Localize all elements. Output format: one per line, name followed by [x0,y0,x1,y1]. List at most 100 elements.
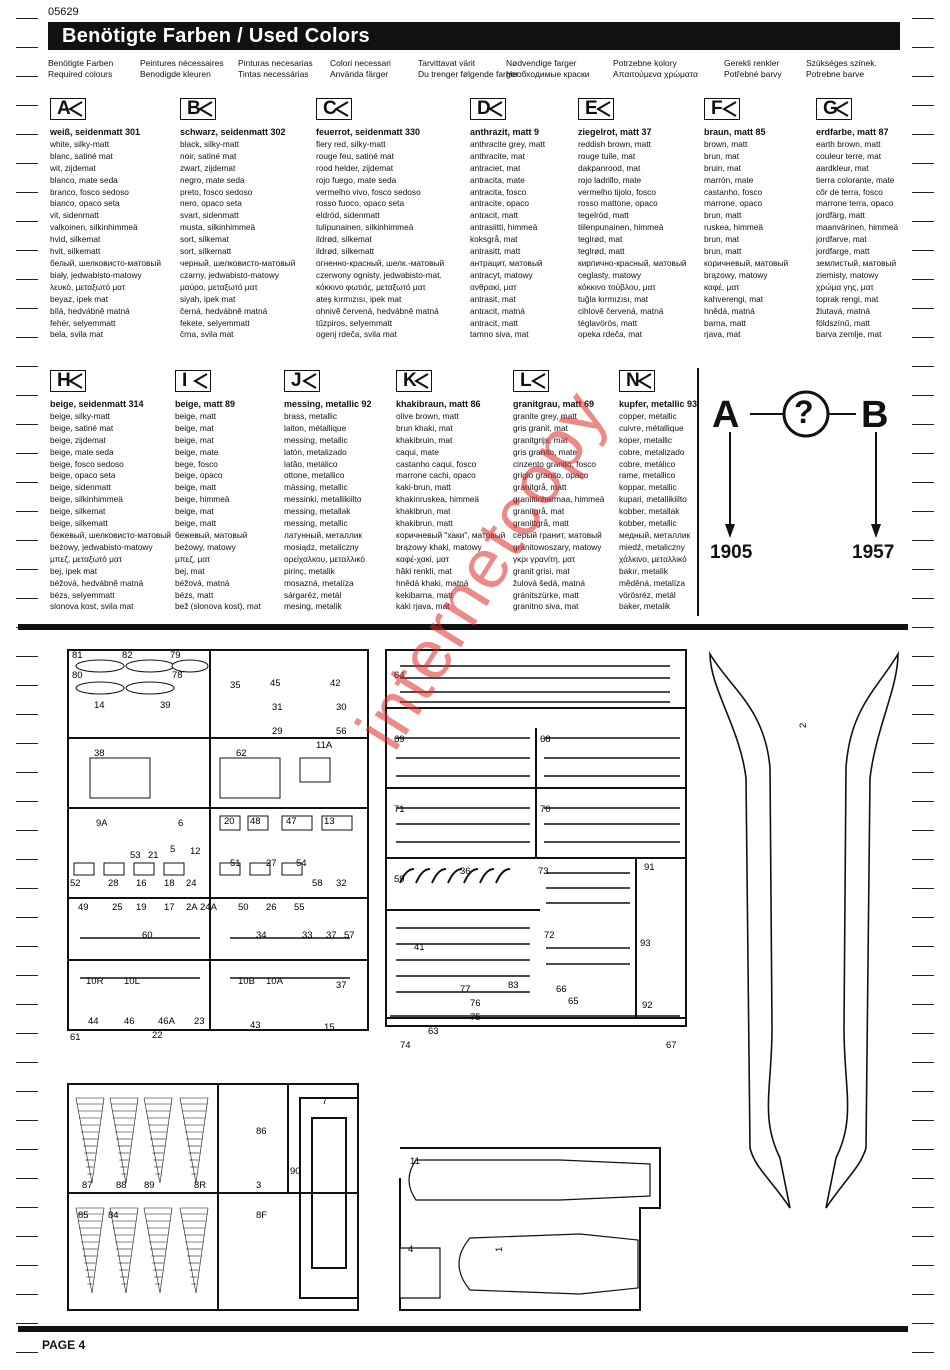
margin-tick [16,830,38,831]
margin-tick [16,772,38,773]
part-number-label: 24 [186,878,197,889]
color-translation: rouge tuile, mat [578,150,636,161]
part-number-label: 69 [394,734,405,745]
part-number-label: 25 [112,902,123,913]
margin-tick [912,134,934,135]
margin-tick [16,221,38,222]
color-translation: black, silky-matt [180,138,240,149]
color-translation: kaki rjava, mat [396,601,450,612]
part-number-label: 92 [642,1000,653,1011]
color-translation: beige, matt [175,518,217,529]
margin-tick [16,888,38,889]
color-translation: anthracite grey, matt [470,138,546,149]
part-number-label: 90 [290,1166,301,1177]
margin-tick [912,105,934,106]
margin-tick [912,772,934,773]
color-translation: rosso fuoco, opaco seta [316,198,405,209]
part-number-label: 52 [70,878,81,889]
part-number-label: 61 [70,1032,81,1043]
color-translation: kobber, metallak [619,506,680,517]
color-translation: teglrød, matt [578,246,625,257]
part-number-label: 85 [78,1210,89,1221]
color-translation: žulová šedá, matná [513,577,585,588]
margin-tick [16,1120,38,1121]
margin-tick [912,714,934,715]
margin-tick [912,1207,934,1208]
color-translation: bej, ipek mat [50,565,98,576]
margin-tick [912,1294,934,1295]
color-translation: messinki, metallikiilto [284,494,362,505]
color-translation: vermelho tijolo, fosco [578,186,656,197]
color-translation: granitgrå, mat [513,506,565,517]
arrow-diagram-graphic [725,390,881,538]
color-translation: noir, satiné mat [180,150,237,161]
color-translation: kobber, metallic [619,518,677,529]
color-main-name: schwarz, seidenmatt 302 [180,127,286,137]
part-number-label: 83 [508,980,519,991]
margin-tick [16,1236,38,1237]
color-translation: bela, svila mat [50,329,104,340]
chevron-icon [68,101,83,117]
margin-tick [912,221,934,222]
part-number-label: 56 [336,726,347,737]
margin-tick [912,1004,934,1005]
color-main-name: beige, matt 89 [175,399,236,409]
part-number-label: 44 [88,1016,99,1027]
color-translation: hâki renkli, mat [396,565,452,576]
color-translation: sárgaréz, metál [284,589,342,600]
language-column: Szükséges színek.Potrebne barve [806,58,877,80]
color-translation: beige, zijdemat [50,434,106,445]
margin-tick [16,279,38,280]
color-translation: beżowy, jedwabisto-matowy [50,541,153,552]
margin-tick [16,1033,38,1034]
margin-tick [912,192,934,193]
color-translation: bej, mat [175,565,205,576]
part-number-label: 14 [94,700,105,711]
color-translation: kekibarna, matt [396,589,453,600]
color-translation: землистый, матовый [816,257,897,268]
color-translation: tiilenpunainen, himmeä [578,222,664,233]
color-translation: jordfarve, mat [816,234,867,245]
chevron-icon [68,373,83,389]
language-label: Tarvittavat värit [418,58,476,68]
color-translation: opeka rdeča, mat [578,329,643,340]
part-number-label: 41 [414,942,425,953]
color-translation: tűzpiros, selyemmatt [316,317,393,328]
color-code-letter: D [477,98,491,119]
color-code-box: B [180,98,216,120]
color-translation: jordfärg, matt [816,210,865,221]
color-translation: γκρι γρανίτη, ματ [513,553,576,564]
margin-tick [912,47,934,48]
color-translation: slonova kost, svila mat [50,601,134,612]
color-code-box: H [50,370,86,392]
color-main-name: kupfer, metallic 93 [619,399,698,409]
margin-tick [16,1004,38,1005]
language-label: Potřebné barvy [724,69,782,79]
chevron-icon [193,373,208,389]
part-number-label: 28 [108,878,119,889]
language-label: Benötigte Farben [48,58,114,68]
color-translation: bílá, hedvábně matná [50,305,130,316]
color-translation: λευκό, μεταξωτό ματ [50,281,126,292]
color-translation: латунный, металлик [284,529,362,540]
color-translation: khakibrun, mat [396,506,451,517]
color-translation: laiton, métallique [284,422,347,433]
part-number-label: 79 [170,650,181,661]
color-translation: téglavörös, matt [578,317,638,328]
color-translation: antracit, matt [470,210,518,221]
color-translation: beige, silkinhimmeä [50,494,123,505]
margin-tick [912,1149,934,1150]
color-translation: beige, himmeä [175,494,230,505]
color-translation: cuivre, métallique [619,422,684,433]
margin-tick [912,859,934,860]
margin-tick [912,975,934,976]
color-translation: messing, metallic [284,518,348,529]
part-number-label: 9A [96,818,108,829]
part-number-label: 26 [266,902,277,913]
color-translation: beżowy, matowy [175,541,236,552]
part-number-label: 60 [142,930,153,941]
